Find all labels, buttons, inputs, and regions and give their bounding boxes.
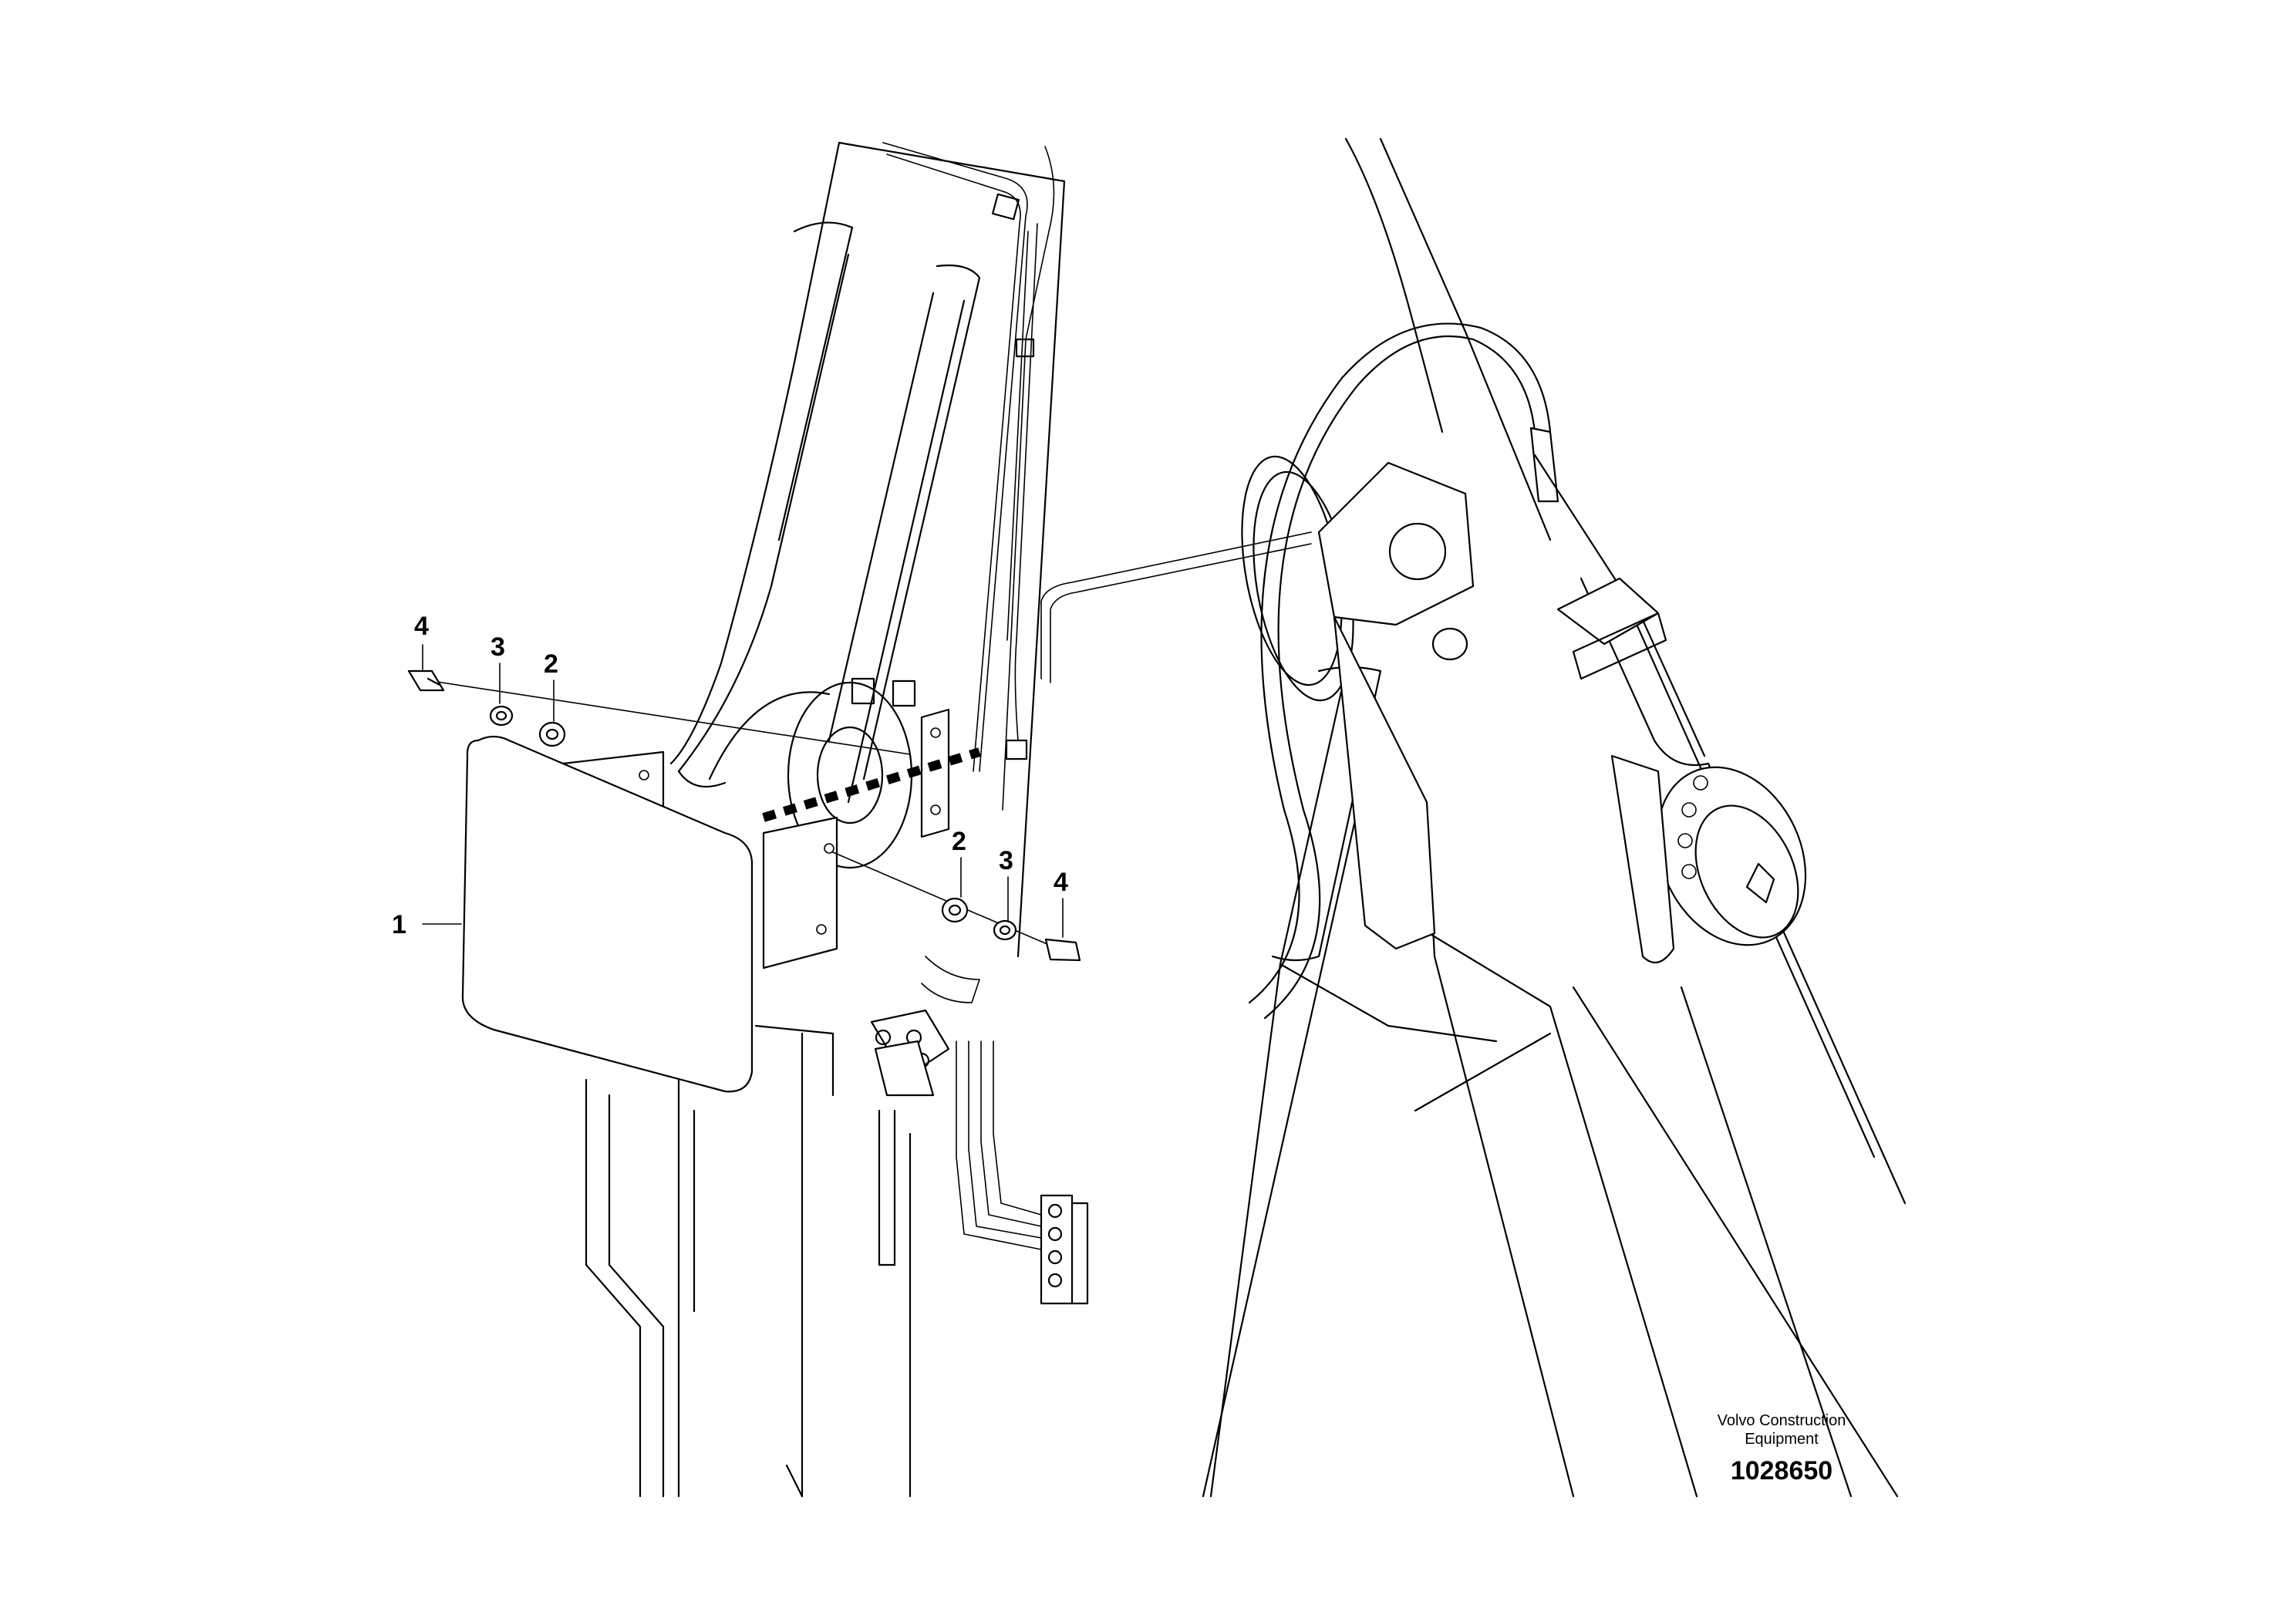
brand-line-1: Volvo Construction xyxy=(1718,1412,1846,1429)
mounting-plate xyxy=(920,708,950,838)
callout-3-upper: 3 xyxy=(491,632,505,662)
title-block: Volvo Construction Equipment 1028650 xyxy=(1718,1412,1846,1485)
callout-4-upper: 4 xyxy=(414,612,429,641)
cover-plate-assembly xyxy=(461,735,981,1266)
callout-2-upper: 2 xyxy=(544,649,558,679)
bolt-lower xyxy=(1044,938,1081,962)
callout-4-lower: 4 xyxy=(1054,868,1068,897)
cover-plate xyxy=(461,735,754,1093)
brand-line-2: Equipment xyxy=(1745,1431,1819,1448)
alignment-dash xyxy=(762,747,981,822)
callout-3-lower: 3 xyxy=(999,846,1013,875)
hardware-upper xyxy=(407,669,911,755)
callouts: 4 3 2 1 2 3 4 xyxy=(392,612,1068,939)
lock-washer-lower xyxy=(993,919,1017,941)
washer-upper xyxy=(538,721,566,747)
side-bracket xyxy=(762,816,838,969)
lower-frame xyxy=(585,1078,696,1498)
bolt-upper xyxy=(407,669,445,692)
washer-lower xyxy=(941,897,969,923)
lock-washer-upper xyxy=(489,705,514,727)
hydraulic-lines xyxy=(882,142,1312,1305)
document-number: 1028650 xyxy=(1731,1456,1832,1485)
leader-lines xyxy=(422,644,1064,938)
manifold xyxy=(1040,1194,1074,1305)
hardware-lower xyxy=(832,851,1081,962)
right-boom-frame xyxy=(1202,137,1907,1498)
bracket-plate xyxy=(1317,461,1475,626)
boom-arm xyxy=(669,141,1066,1498)
callout-2-lower: 2 xyxy=(952,827,966,856)
clamp-bracket xyxy=(1556,577,1660,646)
callout-1: 1 xyxy=(392,910,406,939)
